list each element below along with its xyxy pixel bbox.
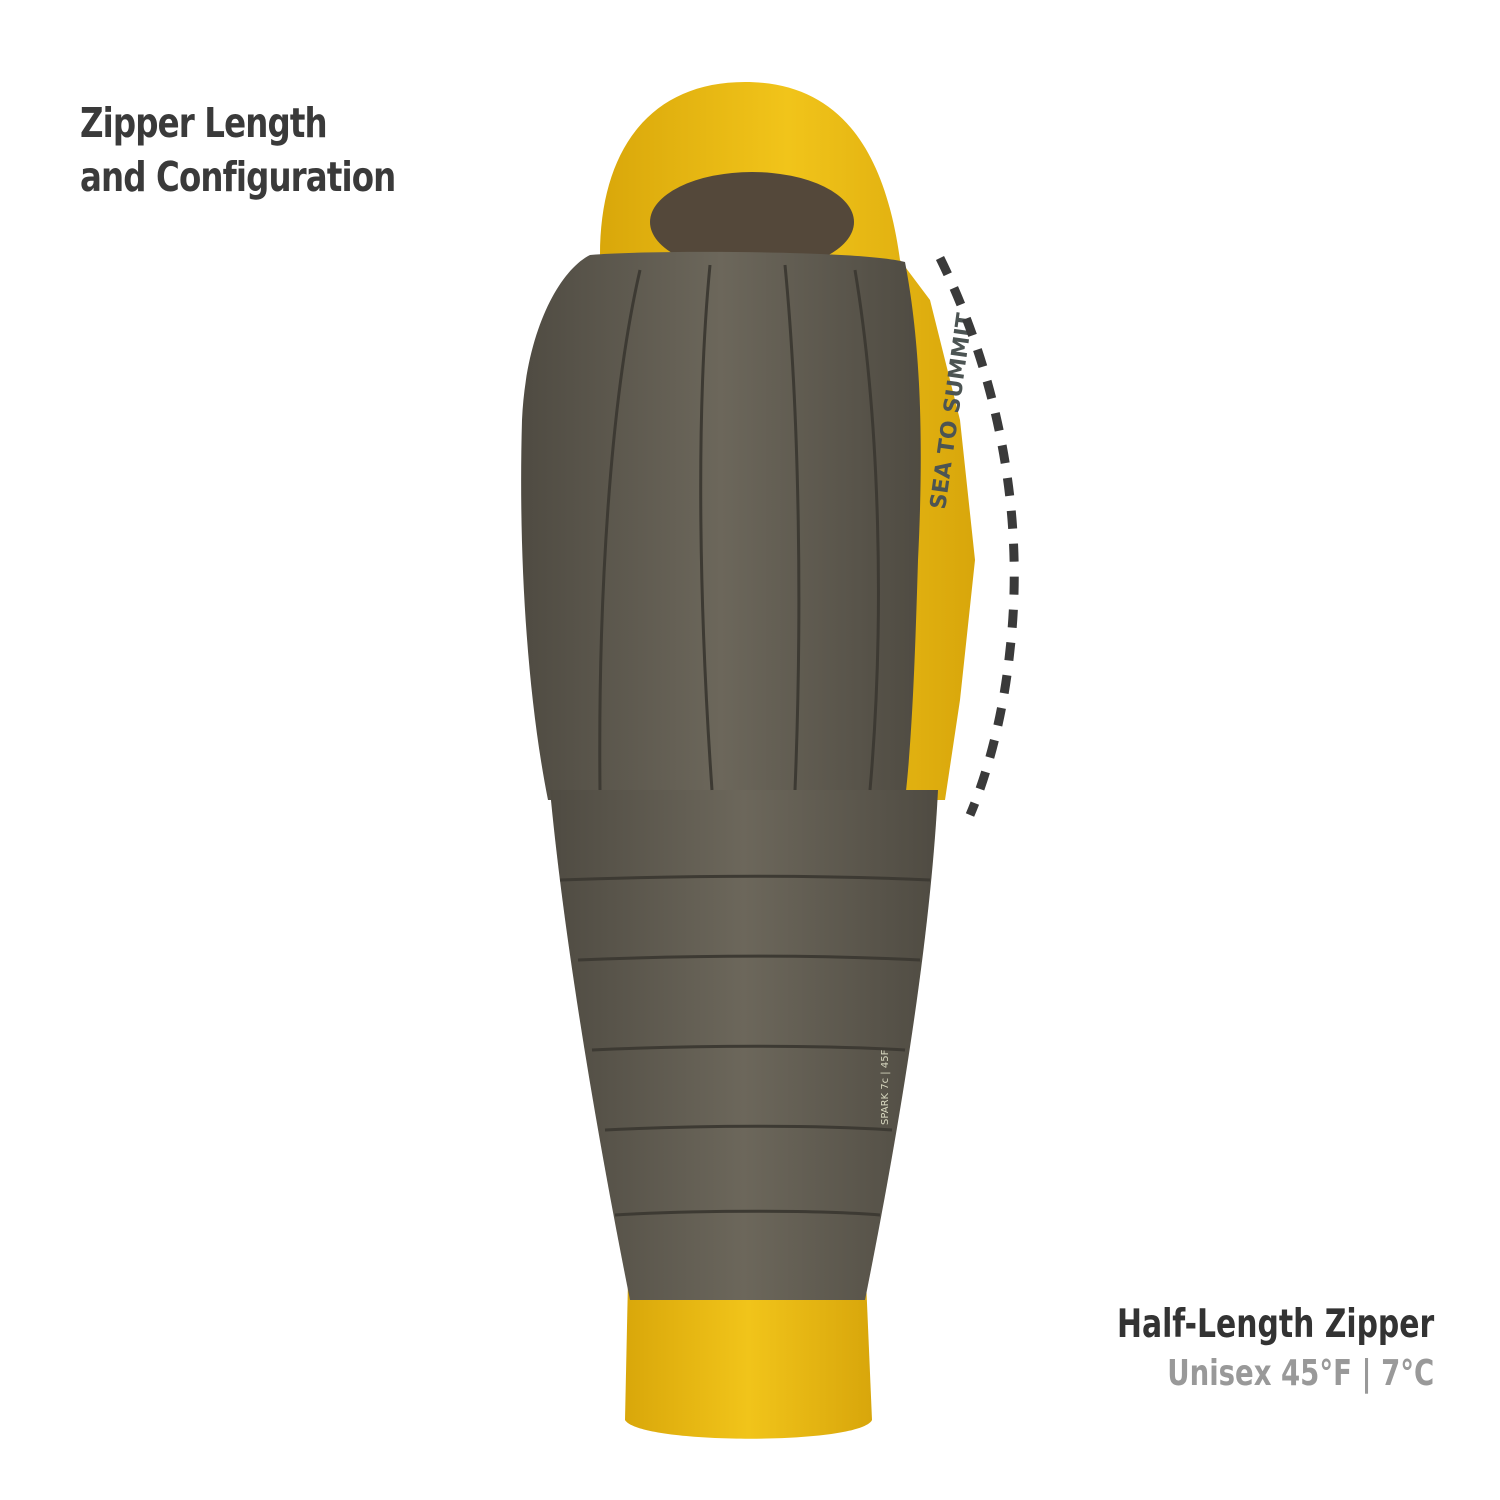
product-caption: Half-Length Zipper Unisex 45°F | 7°C: [1117, 1300, 1434, 1398]
baffles: [559, 264, 931, 1217]
caption-subtitle: Unisex 45°F | 7°C: [1167, 1353, 1434, 1394]
hood-opening: [650, 172, 854, 272]
heading-line-2: and Configuration: [80, 153, 396, 201]
zipper-indicator: [935, 256, 1019, 817]
page-heading: Zipper Length and Configuration: [80, 96, 396, 204]
caption-title: Half-Length Zipper: [1116, 1302, 1434, 1347]
foot-box: [625, 1280, 872, 1439]
heading-line-1: Zipper Length: [80, 99, 328, 147]
upper-body: [521, 251, 921, 800]
model-label: SPARK 7c | 45F: [880, 1049, 891, 1125]
